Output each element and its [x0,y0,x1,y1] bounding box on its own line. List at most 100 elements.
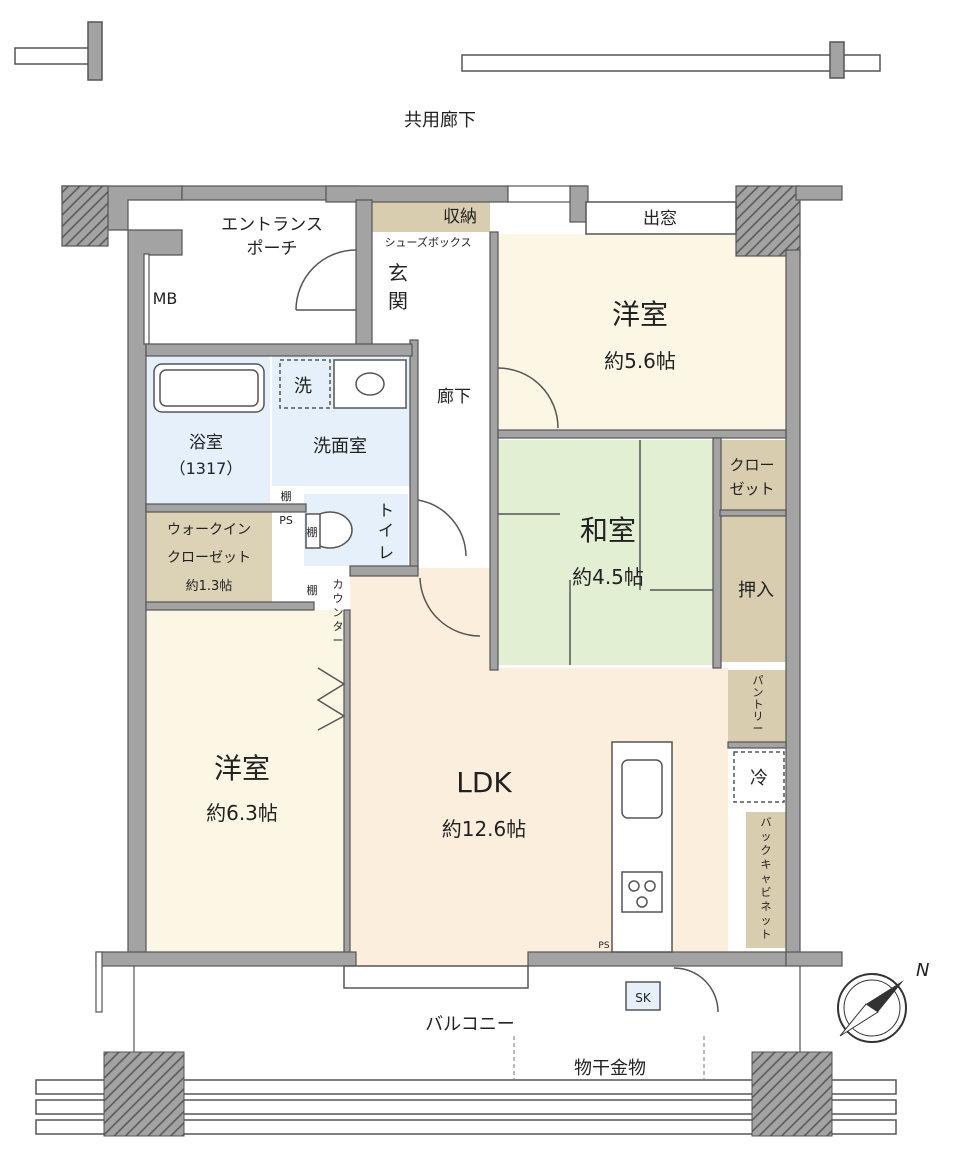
wall-bottom-right [527,951,787,967]
backcab-label-9: ト [761,928,772,941]
wall-pillar-top-right [735,185,801,257]
shelf-1-label: 棚 [281,489,292,503]
wall-top-right [795,185,843,201]
pantry-label-3: ト [753,698,764,711]
porch-label-1: エントランス [221,215,323,235]
corridor-label: 共用廊下 [404,110,476,131]
wall-bath-top [145,343,413,357]
pantry-label-4: リ [753,710,764,723]
ldk-area: 約12.6帖 [442,817,527,841]
wall-closet-split [719,509,787,517]
bay-window-label: 出窓 [643,209,677,229]
wall-western1-bottom [497,429,787,439]
bathroom-size: （1317） [170,459,243,478]
laundry-space [279,359,331,409]
fixtures [153,201,785,1013]
backcab-label-3: ク [761,844,772,857]
door-ldk-arc [419,577,481,637]
room-closet-small-fill [720,440,786,510]
wall-western2-right [343,609,351,956]
room-walkin-fill [146,510,272,604]
balcony-label: バルコニー [425,1014,515,1035]
counter-label-2: ウ [333,592,344,605]
wall-hall-right [489,231,499,671]
washbasin [333,359,407,409]
wall-mb [143,253,150,345]
door-balcony-arc [673,967,719,1013]
walkin-label-1: ウォークイン [167,522,251,538]
shelf-3-label: 棚 [307,583,318,597]
bathtub [153,363,265,413]
compass-icon: N [837,960,929,1043]
folding-door [316,667,346,731]
corridor-rails [14,21,881,81]
shoe-keep-label: SK [635,991,652,1005]
backcab-label-4: キ [761,858,772,871]
wall-japanese-right [712,437,722,669]
wall-ldk-top [349,565,419,577]
labels: エントランス ポーチ MB 収納 シューズボックス 玄 関 出窓 洋室 約5.6… [153,207,775,1079]
wall-bath-bottom [145,503,307,513]
backcab-label-2: ッ [761,830,772,843]
genkan-label-1: 玄 [388,261,408,285]
shoe-box-label: シューズボックス [384,235,471,249]
hallway-label: 廊下 [437,387,471,407]
kitchen-counter [611,741,673,953]
sink [621,759,663,819]
washroom-label: 洗面室 [313,436,367,457]
walkin-label-2: クローゼット [167,550,251,566]
pantry-label-1: パ [753,674,764,687]
closet-small-label-2: ゼット [729,480,774,498]
wall-bottom-corner [785,951,843,967]
backcab-label-7: ネ [761,900,772,913]
closet-small-label-1: クロー [729,456,774,474]
door-toilet-arc [417,499,467,557]
western-room-2-area: 約6.3帖 [206,801,278,825]
room-storage-fill [372,202,490,232]
western-room-1-area: 約5.6帖 [604,349,676,373]
room-backcab-fill [746,812,786,948]
room-western-1-fill [498,234,786,432]
shelf-2-label: 棚 [307,525,318,539]
toilet-label-2: イ [378,521,394,540]
fridge-label: 冷 [750,768,768,789]
stove [621,871,663,913]
porch-label-2: ポーチ [247,239,298,259]
meter-box-label: MB [153,289,178,308]
wall-pantry-bottom [727,741,787,749]
balcony-window [343,965,529,989]
japanese-room-name: 和室 [580,514,636,547]
door-entry-arc [295,249,357,311]
walls [61,185,843,1013]
counter-label-1: カ [333,578,344,591]
backcab-label-5: ャ [761,872,772,885]
room-western-2-fill [146,610,348,952]
washbasin-bowl [355,372,385,396]
fridge-space [733,751,785,803]
wall-pillar-top-left [61,185,109,247]
walkin-area: 約1.3帖 [186,579,233,594]
sk-box [625,981,661,1011]
room-pantry-fill [728,670,786,742]
toilet-label-1: ト [378,501,394,520]
door-western1-arc [497,367,559,429]
pipe-space-2-label: PS [598,941,609,951]
toilet-tank [305,513,321,549]
western-room-1-name: 洋室 [612,298,668,331]
room-hall-fill [418,234,494,568]
laundry-hanger-label: 物干金物 [574,1058,646,1079]
counter-label-5: ー [333,634,344,647]
room-oshiire-fill [720,516,786,662]
bay-window [585,201,737,235]
wall-right [785,249,801,956]
pipe-space-1-label: PS [279,514,293,527]
japanese-room-area: 約4.5帖 [572,565,644,589]
wall-hall-left [409,339,419,571]
backcab-label-6: ビ [761,886,772,899]
compass-north-label: N [916,960,929,981]
counter-label-3: ン [333,606,344,619]
wall-porch-right [355,199,373,346]
laundry-label: 洗 [294,376,312,397]
bathroom-name: 浴室 [189,433,223,453]
